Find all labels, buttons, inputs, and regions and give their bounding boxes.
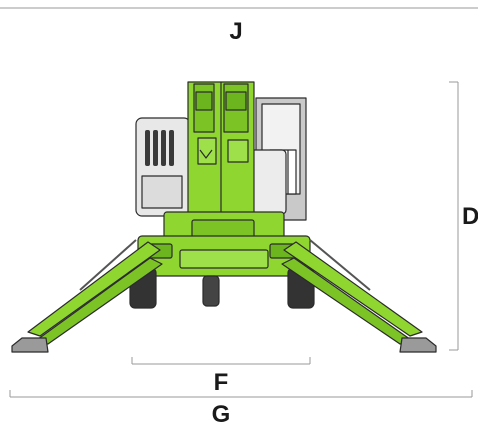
- dimension-label-j: J: [229, 18, 242, 45]
- dimension-label-d: D: [462, 203, 478, 230]
- dimension-g-bracket: [9, 390, 473, 398]
- dimension-d-bracket: [449, 81, 459, 351]
- engine-vent-grille: [145, 130, 174, 166]
- chassis-frame: [137, 211, 311, 277]
- right-outrigger: [281, 239, 437, 353]
- engine-housing: [135, 117, 191, 217]
- spider-lift-front-view-icon: [11, 81, 437, 353]
- central-mast: [187, 81, 255, 219]
- dimension-label-g: G: [212, 401, 231, 428]
- dimension-label-f: F: [214, 369, 229, 396]
- dimension-f-bracket: [131, 357, 311, 365]
- right-housing: [249, 149, 287, 215]
- center-caster-wheel: [202, 275, 220, 307]
- left-outrigger: [11, 239, 163, 353]
